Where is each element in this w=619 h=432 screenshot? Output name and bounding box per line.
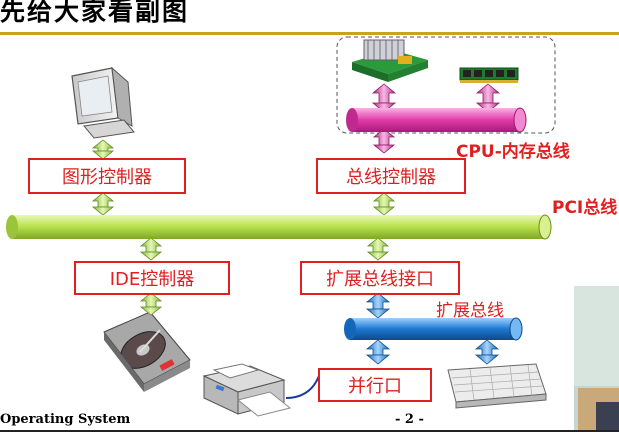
expansion-bus <box>344 317 523 341</box>
ide-controller-box: IDE控制器 <box>74 261 230 295</box>
pci-ide-arrow <box>139 237 163 261</box>
footer-course-name: Operating System <box>0 412 131 427</box>
footer-divider <box>0 430 619 432</box>
cpu-memory-bus-label: CPU-内存总线 <box>456 142 570 162</box>
pci-expansion-interface-arrow <box>366 237 390 261</box>
expansion-keyboard-arrow <box>474 339 500 365</box>
cpu-bus-arrow <box>371 83 397 113</box>
keyboard-icon <box>447 363 547 409</box>
bus-controller-box: 总线控制器 <box>316 158 466 194</box>
pci-bus-label: PCI总线 <box>552 198 618 218</box>
memory-bus-arrow <box>475 83 501 113</box>
cpu-memory-group-outline <box>336 36 556 134</box>
page-number: - 2 - <box>395 412 424 427</box>
expansion-bus-label: 扩展总线 <box>436 301 504 321</box>
hard-disk-icon <box>103 311 191 392</box>
buscontroller-pci-arrow <box>372 192 396 216</box>
printer-icon <box>202 363 292 417</box>
graphics-pci-arrow <box>91 192 115 216</box>
cpubus-controller-arrow <box>372 128 396 154</box>
printer-cable <box>285 369 323 399</box>
interface-expansion-arrow <box>365 292 391 319</box>
memory-module-icon <box>459 67 519 83</box>
expansion-parallel-arrow <box>365 339 391 365</box>
monitor-icon <box>71 66 135 139</box>
ide-disk-arrow <box>139 292 163 316</box>
cpu-memory-bus <box>346 107 527 133</box>
title-divider <box>0 32 619 35</box>
presenter-photo <box>574 286 619 432</box>
cpu-heatsink-icon <box>352 39 428 82</box>
expansion-interface-box: 扩展总线接口 <box>300 261 460 295</box>
monitor-graphics-arrow <box>91 139 115 160</box>
pci-bus <box>6 214 552 240</box>
slide-title: 先给大家看副图 <box>0 0 190 26</box>
graphics-controller-box: 图形控制器 <box>28 158 186 194</box>
parallel-port-box: 并行口 <box>318 368 432 402</box>
